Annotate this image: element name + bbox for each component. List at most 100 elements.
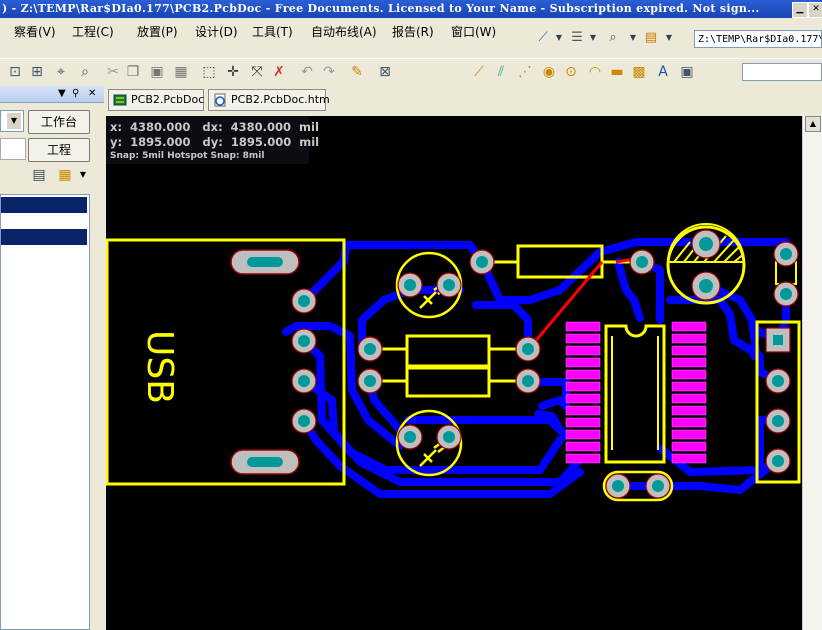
zoom-filter-icon[interactable]: ⌕ xyxy=(81,64,89,80)
wire-tool-icon[interactable]: ⟋ xyxy=(538,30,548,45)
led-symbol-top xyxy=(419,283,447,309)
structure-view-icon[interactable]: ▦ xyxy=(58,167,72,183)
resistor-outline xyxy=(405,366,491,398)
close-icon[interactable]: ✕ xyxy=(808,2,822,18)
move-icon[interactable]: ✛ xyxy=(227,64,239,80)
multi-route-icon[interactable]: ⋰ xyxy=(518,64,532,80)
ic-outline xyxy=(604,324,666,464)
workspace-dropdown[interactable]: ▼ xyxy=(0,110,24,132)
close-icon[interactable]: ✕ xyxy=(88,88,97,99)
menu-design[interactable]: 设计(D) xyxy=(195,25,238,39)
redo-icon[interactable]: ↷ xyxy=(323,64,335,80)
route-track-icon[interactable]: ⟋ xyxy=(474,64,484,80)
main-toolbar: ⊡ ⊞ ⌖ ⌕ ✂ ❐ ▣ ▦ ⬚ ✛ ⤧ ✗ ↶ ↷ ✎ ⊠ ⟋ ⫽ ⋰ ◉ … xyxy=(0,58,822,88)
chevron-down-icon[interactable]: ▼ xyxy=(555,33,563,42)
coordinate-x: x: 4380.000 dx: 4380.000 mil xyxy=(110,120,319,134)
copy-icon[interactable]: ❐ xyxy=(126,64,140,80)
document-tabs: PCB2.PcbDoc PCB2.PcbDoc.htm xyxy=(104,86,822,114)
menu-place[interactable]: 放置(P) xyxy=(137,25,178,39)
menu-reports[interactable]: 报告(R) xyxy=(392,25,434,39)
coordinate-y: y: 1895.000 dy: 1895.000 mil xyxy=(110,135,320,149)
polygon-icon[interactable]: ▩ xyxy=(632,64,646,80)
minimize-icon[interactable]: ▁ xyxy=(792,2,808,18)
zoom-fit-icon[interactable]: ⊡ xyxy=(9,64,21,80)
list-item[interactable] xyxy=(1,197,87,213)
grid-tool-icon[interactable]: ▤ xyxy=(644,30,658,45)
via-icon[interactable]: ⊙ xyxy=(565,64,577,80)
chevron-down-icon[interactable]: ▼ xyxy=(79,170,87,179)
menu-window[interactable]: 窗口(W) xyxy=(451,25,497,39)
component-icon[interactable]: ▣ xyxy=(680,64,694,80)
pcb-canvas[interactable]: USB xyxy=(106,116,802,630)
route-diff-icon[interactable]: ⫽ xyxy=(497,64,505,80)
capacitor-outline xyxy=(666,225,746,305)
project-tree xyxy=(0,194,90,630)
menu-bar: 察看(V) 工程(C) 放置(P) 设计(D) 工具(T) 自动布线(A) 报告… xyxy=(0,18,822,44)
toolbar-search-input[interactable] xyxy=(742,63,822,81)
project-button[interactable]: 工程 xyxy=(28,138,90,162)
html-document-icon xyxy=(214,93,226,107)
through-hole-pads xyxy=(291,229,799,499)
highlight-icon[interactable]: ✎ xyxy=(351,64,363,80)
coordinate-readout: x: 4380.000 dx: 4380.000 mil y: 1895.000… xyxy=(106,116,319,164)
zoom-area-icon[interactable]: ⊞ xyxy=(31,64,43,80)
window-title: ) - Z:\TEMP\Rar$DIa0.177\PCB2.PcbDoc - F… xyxy=(2,2,760,15)
tab-label: PCB2.PcbDoc xyxy=(131,93,205,106)
resistor-outline xyxy=(405,334,491,368)
workbench-button[interactable]: 工作台 xyxy=(28,110,90,134)
pcb-board[interactable]: USB xyxy=(106,116,802,630)
search-tool-icon[interactable]: ⌕ xyxy=(609,30,617,45)
browse-icon[interactable]: ⊠ xyxy=(379,64,391,80)
chevron-down-icon[interactable]: ▼ xyxy=(629,33,637,42)
chevron-down-icon: ▼ xyxy=(7,113,21,129)
led-outline-bottom xyxy=(395,409,463,477)
menu-autoroute[interactable]: 自动布线(A) xyxy=(311,25,377,39)
ic-internal-lines xyxy=(611,336,659,450)
file-view-icon[interactable]: ▤ xyxy=(32,167,46,183)
string-icon[interactable]: A xyxy=(658,64,668,80)
scroll-up-icon[interactable]: ▲ xyxy=(805,116,821,132)
cut-icon[interactable]: ✂ xyxy=(107,64,119,80)
ratsnest-line xyxy=(526,261,604,351)
slot-hole xyxy=(247,257,283,267)
pcb-document-icon xyxy=(113,94,127,106)
chevron-down-icon[interactable]: ▼ xyxy=(665,33,673,42)
menu-view[interactable]: 察看(V) xyxy=(14,25,56,39)
usb-connector-outline xyxy=(106,238,346,486)
fill-icon[interactable]: ▬ xyxy=(610,64,624,80)
led-symbol-bottom xyxy=(419,441,447,467)
paste-icon[interactable]: ▣ xyxy=(150,64,164,80)
smd-pads-right xyxy=(671,321,707,464)
tab-label: PCB2.PcbDoc.htm xyxy=(231,93,330,106)
path-field[interactable]: Z:\TEMP\Rar$DIa0.177\ xyxy=(694,30,822,48)
snap-info: Snap: 5mil Hotspot Snap: 8mil xyxy=(110,151,265,161)
tab-pcbdoc-htm[interactable]: PCB2.PcbDoc.htm xyxy=(208,89,330,111)
panel-header: ▼ ⚲ ✕ xyxy=(0,86,104,103)
tab-pcbdoc[interactable]: PCB2.PcbDoc xyxy=(108,89,204,111)
smd-pads-left xyxy=(565,321,601,464)
undo-icon[interactable]: ↶ xyxy=(301,64,313,80)
menu-tools[interactable]: 工具(T) xyxy=(252,25,293,39)
chevron-down-icon[interactable]: ▼ xyxy=(589,33,597,42)
pin-icon[interactable]: ⚲ xyxy=(72,88,80,99)
crystal-outline xyxy=(602,470,674,502)
usb-label: USB xyxy=(139,330,180,404)
zoom-selected-icon[interactable]: ⌖ xyxy=(57,64,65,80)
title-bar: ) - Z:\TEMP\Rar$DIa0.177\PCB2.PcbDoc - F… xyxy=(0,0,822,18)
select-icon[interactable]: ⤧ xyxy=(251,64,263,80)
project-field[interactable] xyxy=(0,138,26,160)
select-area-icon[interactable]: ⬚ xyxy=(202,64,216,80)
deselect-icon[interactable]: ✗ xyxy=(273,64,285,80)
capacitor-polarity-band xyxy=(666,223,746,263)
filter-toolbar: ⟋ ▼ ☰ ▼ ⌕ ▼ ▤ ▼ xyxy=(527,24,692,50)
list-item[interactable] xyxy=(1,229,87,245)
vertical-scrollbar[interactable]: ▲ xyxy=(802,116,822,630)
align-tool-icon[interactable]: ☰ xyxy=(571,30,583,45)
panel-menu-icon[interactable]: ▼ xyxy=(58,88,66,99)
projects-panel: ▼ ⚲ ✕ ▼ 工作台 工程 ▤ ▦ ▼ xyxy=(0,86,104,630)
arc-icon[interactable]: ◠ xyxy=(588,64,602,80)
menu-project[interactable]: 工程(C) xyxy=(72,25,114,39)
paste-special-icon[interactable]: ▦ xyxy=(174,64,188,80)
pad-icon[interactable]: ◉ xyxy=(542,64,556,80)
header-connector-outline xyxy=(755,320,801,484)
